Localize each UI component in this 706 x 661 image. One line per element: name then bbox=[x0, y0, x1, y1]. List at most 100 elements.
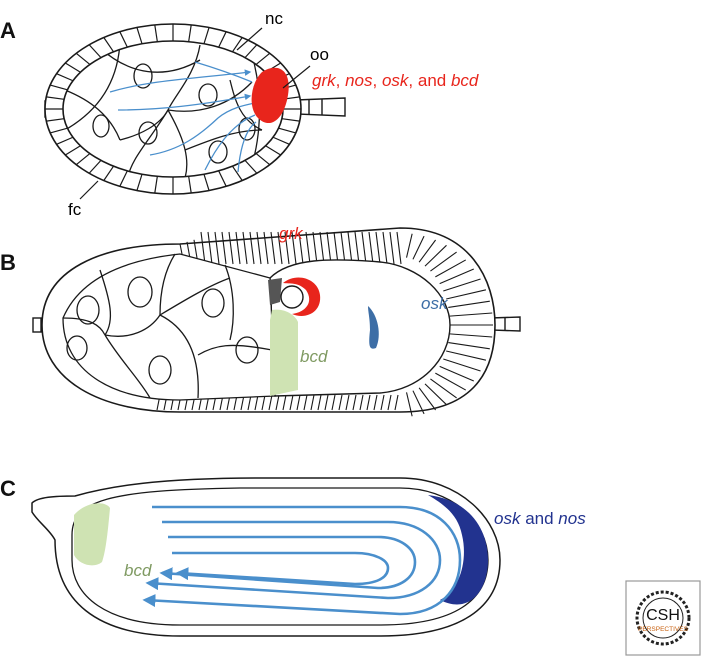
columnar-follicle-cell bbox=[263, 231, 269, 265]
sep1: , bbox=[336, 71, 345, 90]
columnar-follicle-cell bbox=[424, 244, 447, 267]
columnar-follicle-cell bbox=[449, 333, 493, 338]
columnar-follicle-cell bbox=[405, 233, 413, 258]
columnar-follicle-cell bbox=[347, 231, 353, 265]
follicle-cell-boundary bbox=[188, 24, 192, 42]
columnar-follicle-cell bbox=[373, 394, 378, 411]
columnar-follicle-cell bbox=[375, 231, 381, 265]
stalk-right-a bbox=[295, 97, 346, 117]
label-oo: oo bbox=[310, 45, 329, 64]
columnar-follicle-cell bbox=[448, 300, 490, 308]
columnar-follicle-cell bbox=[256, 231, 262, 265]
bcd-localization-c bbox=[74, 503, 110, 566]
columnar-follicle-cell bbox=[249, 231, 255, 265]
follicle-cell-boundary bbox=[203, 27, 210, 44]
follicle-cell-boundary bbox=[119, 31, 128, 48]
follicle-cell-boundary bbox=[88, 44, 102, 59]
gray-cap-b bbox=[268, 278, 282, 305]
columnar-follicle-cell bbox=[282, 394, 287, 411]
columnar-follicle-cell bbox=[270, 231, 276, 265]
columnar-follicle-cell bbox=[296, 394, 301, 411]
follicle-cell-boundary bbox=[46, 96, 65, 100]
follicle-cell-boundary bbox=[103, 37, 115, 53]
label-nc: nc bbox=[265, 9, 283, 28]
columnar-follicle-cell bbox=[435, 372, 467, 391]
columnar-follicle-cell bbox=[333, 231, 339, 265]
columnar-follicle-cell bbox=[412, 235, 425, 260]
columnar-follicle-cell bbox=[291, 231, 297, 265]
follicle-cell-boundary bbox=[103, 165, 115, 181]
columnar-follicle-cell bbox=[284, 231, 290, 265]
follicle-cell-boundary bbox=[46, 118, 65, 122]
label-bcd-b: bcd bbox=[300, 347, 328, 366]
follicle-cell-boundary bbox=[218, 170, 227, 187]
oocyte-nucleus-b bbox=[280, 285, 304, 309]
follicle-cell-boundary bbox=[65, 145, 81, 156]
columnar-follicle-cell bbox=[312, 231, 318, 265]
columnar-follicle-cell bbox=[412, 390, 425, 415]
sep2: , bbox=[373, 71, 382, 90]
columnar-follicle-cell bbox=[424, 383, 447, 406]
label-osk-nos-c: osk and nos bbox=[494, 509, 586, 528]
columnar-follicle-cell bbox=[439, 268, 474, 285]
panel-a: A bbox=[0, 9, 479, 219]
follicle-cell-boundary bbox=[203, 174, 210, 191]
columnar-follicle-cell bbox=[405, 392, 413, 417]
follicle-cell-boundary bbox=[265, 145, 281, 156]
follicle-cell-boundary bbox=[231, 37, 243, 53]
columnar-follicle-cell bbox=[261, 394, 266, 411]
follicle-cell-boundary bbox=[154, 176, 158, 194]
columnar-follicle-cell bbox=[354, 231, 360, 265]
label-and-c: and bbox=[520, 509, 558, 528]
columnar-follicle-cell bbox=[352, 394, 357, 411]
follicle-cell-boundary bbox=[65, 62, 81, 73]
label-nos-c: nos bbox=[558, 509, 586, 528]
leader-lines-a bbox=[79, 27, 311, 200]
columnar-follicle-cell bbox=[289, 394, 294, 411]
columnar-follicle-cell bbox=[235, 231, 241, 265]
follicle-cell-boundary bbox=[281, 118, 300, 122]
follicle-cell-boundary bbox=[119, 170, 128, 187]
columnar-follicle-cell bbox=[338, 394, 343, 411]
follicle-cell-boundary bbox=[50, 127, 68, 134]
columnar-follicle-cell bbox=[298, 231, 304, 265]
columnar-follicle-cell bbox=[242, 231, 248, 265]
columnar-follicle-cell bbox=[303, 394, 308, 411]
logo-csh-text: CSH bbox=[646, 607, 680, 624]
columnar-follicle-cell bbox=[430, 378, 457, 399]
columnar-follicle-cell bbox=[368, 231, 374, 265]
panel-b: B bbox=[0, 224, 521, 417]
follicle-cell-boundary bbox=[50, 84, 68, 91]
follicle-cell-boundary bbox=[278, 127, 296, 134]
follicle-cell-boundary bbox=[154, 24, 158, 42]
label-bcd-c: bcd bbox=[124, 561, 152, 580]
follicle-cell-boundary bbox=[56, 73, 74, 82]
columnar-follicle-cell bbox=[268, 394, 273, 411]
columnar-follicle-cell bbox=[228, 231, 234, 265]
label-grk-a: grk bbox=[312, 71, 337, 90]
nurse-cells-b bbox=[62, 253, 276, 401]
label-mrnas-a: grk, nos, osk, and bcd bbox=[312, 71, 479, 90]
panel-a-letter: A bbox=[0, 18, 16, 43]
columnar-follicle-cell bbox=[361, 231, 367, 265]
follicle-cell-boundary bbox=[188, 176, 192, 194]
columnar-follicle-cell bbox=[207, 231, 213, 265]
follicle-cell-boundary bbox=[255, 153, 271, 166]
columnar-follicle-cell bbox=[366, 394, 371, 411]
panel-c-letter: C bbox=[0, 476, 16, 501]
csh-perspectives-logo: CSH PERSPECTIVES bbox=[625, 580, 701, 656]
osk-localization-b bbox=[368, 306, 379, 349]
follicle-cells-b bbox=[156, 231, 493, 417]
follicle-cell-boundary bbox=[75, 52, 91, 65]
columnar-follicle-cell bbox=[387, 394, 392, 411]
columnar-follicle-cell bbox=[310, 394, 315, 411]
columnar-follicle-cell bbox=[443, 278, 481, 292]
columnar-follicle-cell bbox=[435, 259, 467, 278]
label-fc: fc bbox=[68, 200, 82, 219]
follicle-cell-boundary bbox=[88, 159, 102, 174]
oocyte-mrna-a bbox=[251, 67, 289, 124]
label-osk-c: osk bbox=[494, 509, 522, 528]
follicle-cell-boundary bbox=[75, 153, 91, 166]
panel-c: C bcd osk and nos bbox=[0, 476, 586, 637]
